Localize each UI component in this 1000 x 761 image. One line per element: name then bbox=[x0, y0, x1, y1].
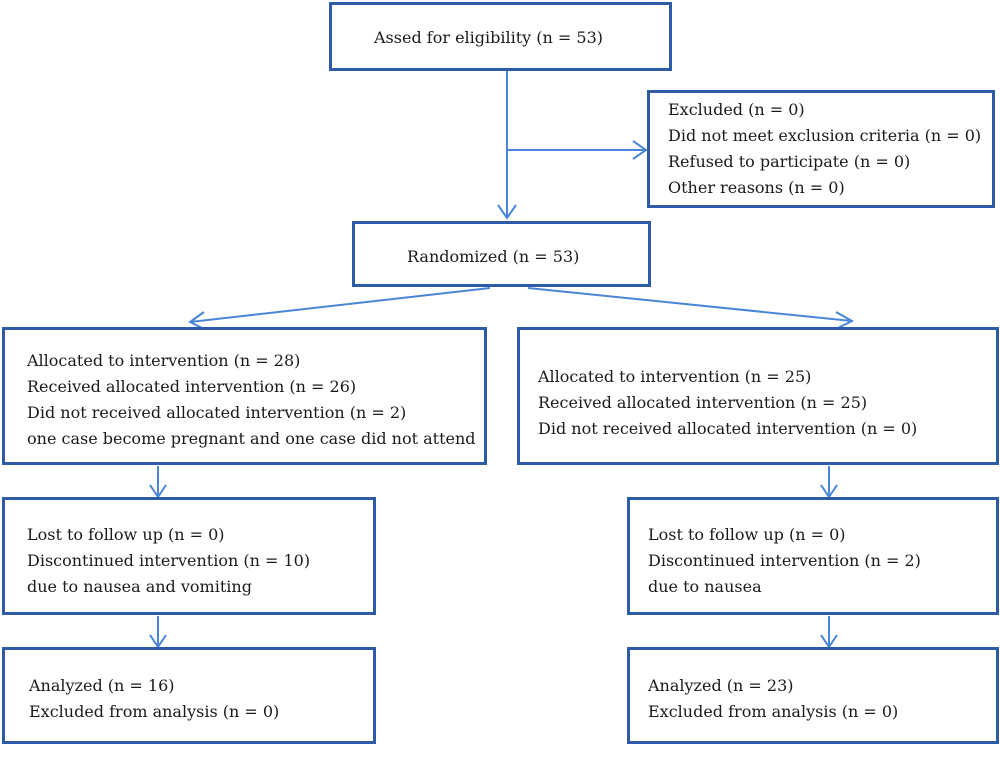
right-analysis-line: Analyzed (n = 23) bbox=[648, 676, 794, 695]
excluded-box: Excluded (n = 0) Did not meet exclusion … bbox=[647, 90, 995, 208]
arrowhead-excluded bbox=[632, 140, 648, 160]
right-allocation-line: Allocated to intervention (n = 25) bbox=[538, 367, 812, 386]
left-allocation-box: Allocated to intervention (n = 28) Recei… bbox=[2, 327, 487, 465]
arrowhead-randomized bbox=[497, 204, 517, 220]
left-allocation-line: Allocated to intervention (n = 28) bbox=[27, 351, 301, 370]
left-analysis-line: Excluded from analysis (n = 0) bbox=[29, 702, 280, 721]
right-allocation-line: Received allocated intervention (n = 25) bbox=[538, 393, 868, 412]
right-allocation-line: Did not received allocated intervention … bbox=[538, 419, 918, 438]
eligibility-text: Assed for eligibility (n = 53) bbox=[374, 28, 603, 47]
excluded-line: Refused to participate (n = 0) bbox=[668, 152, 911, 171]
left-allocation-line: one case become pregnant and one case di… bbox=[27, 429, 476, 448]
left-followup-line: Discontinued intervention (n = 10) bbox=[27, 551, 311, 570]
excluded-line: Excluded (n = 0) bbox=[668, 100, 805, 119]
left-followup-line: Lost to follow up (n = 0) bbox=[27, 525, 225, 544]
excluded-line: Did not meet exclusion criteria (n = 0) bbox=[668, 126, 982, 145]
right-followup-line: due to nausea bbox=[648, 577, 762, 596]
arrow-randomized-to-left bbox=[189, 287, 491, 323]
eligibility-box: Assed for eligibility (n = 53) bbox=[329, 2, 672, 71]
right-analysis-line: Excluded from analysis (n = 0) bbox=[648, 702, 899, 721]
left-followup-box: Lost to follow up (n = 0) Discontinued i… bbox=[2, 497, 376, 615]
right-allocation-box: Allocated to intervention (n = 25) Recei… bbox=[517, 327, 999, 465]
right-followup-box: Lost to follow up (n = 0) Discontinued i… bbox=[627, 497, 999, 615]
left-analysis-line: Analyzed (n = 16) bbox=[29, 676, 175, 695]
right-analysis-box: Analyzed (n = 23) Excluded from analysis… bbox=[627, 647, 999, 744]
left-analysis-box: Analyzed (n = 16) Excluded from analysis… bbox=[2, 647, 376, 744]
excluded-line: Other reasons (n = 0) bbox=[668, 178, 845, 197]
left-followup-line: due to nausea and vomiting bbox=[27, 577, 252, 596]
randomized-text: Randomized (n = 53) bbox=[407, 247, 580, 266]
left-allocation-line: Received allocated intervention (n = 26) bbox=[27, 377, 357, 396]
right-followup-line: Lost to follow up (n = 0) bbox=[648, 525, 846, 544]
right-followup-line: Discontinued intervention (n = 2) bbox=[648, 551, 921, 570]
randomized-box: Randomized (n = 53) bbox=[352, 221, 651, 287]
arrow-randomized-to-right bbox=[527, 287, 853, 322]
left-allocation-line: Did not received allocated intervention … bbox=[27, 403, 407, 422]
